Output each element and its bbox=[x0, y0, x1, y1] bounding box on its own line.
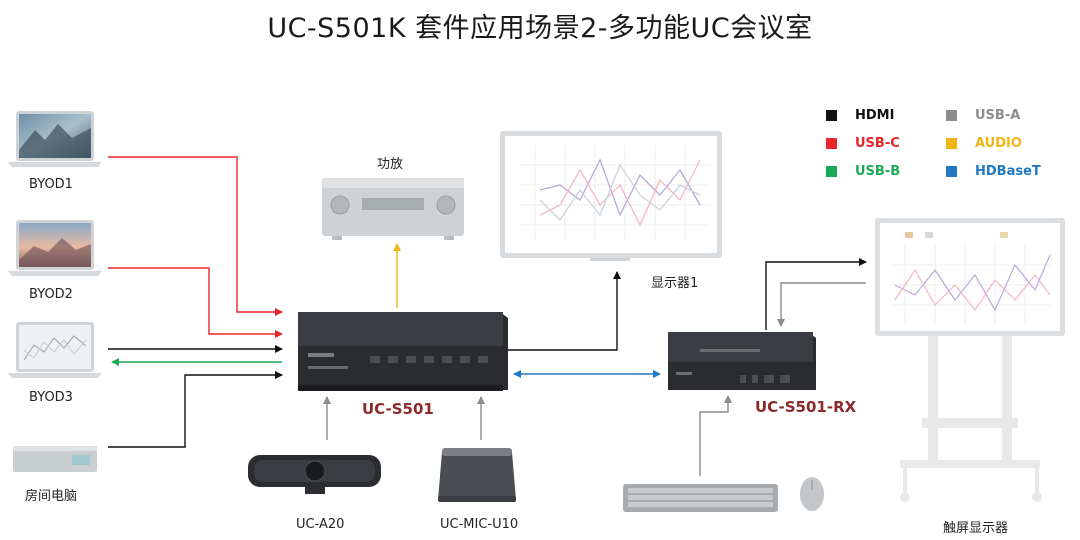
legend-label: USB-A bbox=[975, 108, 1021, 123]
legend-swatch bbox=[826, 138, 837, 149]
legend-item-usb-a: USB-A bbox=[946, 108, 1020, 123]
connection-keyboard-usba bbox=[699, 395, 732, 476]
keyboard-icon bbox=[623, 484, 778, 512]
camera-uc-a20-icon bbox=[248, 455, 381, 494]
legend-item-usb-c: USB-C bbox=[826, 136, 900, 151]
legend-swatch bbox=[946, 110, 957, 121]
legend-label: AUDIO bbox=[975, 136, 1022, 151]
label-mic: UC-MIC-U10 bbox=[440, 517, 519, 532]
hub-uc-s501-icon bbox=[298, 312, 508, 391]
mouse-icon bbox=[800, 477, 824, 511]
label-room-pc: 房间电脑 bbox=[25, 489, 78, 504]
connection-byod1-usbc bbox=[108, 156, 283, 316]
diagram-title: UC-S501K 套件应用场景2-多功能UC会议室 bbox=[267, 13, 813, 44]
connection-room-pc-hdmi bbox=[108, 371, 283, 448]
laptop-byod3-icon bbox=[8, 322, 102, 378]
legend-swatch bbox=[826, 110, 837, 121]
legend-swatch bbox=[946, 166, 957, 177]
connection-byod2-usbc bbox=[108, 267, 283, 338]
amplifier-icon bbox=[322, 178, 464, 240]
label-receiver: UC-S501-RX bbox=[755, 398, 857, 416]
label-hub: UC-S501 bbox=[362, 400, 434, 418]
display1-icon bbox=[500, 131, 722, 261]
laptop-byod2-icon bbox=[8, 220, 102, 276]
legend-item-audio: AUDIO bbox=[946, 136, 1022, 151]
touch-display-icon bbox=[875, 218, 1065, 502]
receiver-uc-s501-rx-icon bbox=[668, 332, 816, 390]
mic-uc-mic-u10-icon bbox=[438, 448, 516, 502]
legend-item-usb-b: USB-B bbox=[826, 164, 900, 179]
room-pc-icon bbox=[13, 446, 97, 472]
label-amplifier: 功放 bbox=[377, 157, 404, 172]
legend-item-hdmi: HDMI bbox=[826, 108, 894, 123]
connection-touch-usba-rx bbox=[777, 282, 866, 327]
laptop-byod1-icon bbox=[8, 111, 102, 167]
connection-hdmi-display1 bbox=[508, 271, 621, 351]
label-byod1: BYOD1 bbox=[29, 177, 73, 192]
legend-swatch bbox=[946, 138, 957, 149]
label-display1: 显示器1 bbox=[651, 276, 699, 291]
legend-item-hdbaset: HDBaseT bbox=[946, 164, 1041, 179]
legend-label: USB-B bbox=[855, 164, 901, 179]
connection-rx-hdmi-touch bbox=[765, 258, 867, 330]
label-byod2: BYOD2 bbox=[29, 287, 73, 302]
label-byod3: BYOD3 bbox=[29, 390, 73, 405]
legend-label: USB-C bbox=[855, 136, 900, 151]
legend-swatch bbox=[826, 166, 837, 177]
legend-label: HDBaseT bbox=[975, 164, 1041, 179]
legend-label: HDMI bbox=[855, 108, 895, 123]
label-camera: UC-A20 bbox=[296, 517, 345, 532]
label-touch-display: 触屏显示器 bbox=[943, 521, 1009, 536]
